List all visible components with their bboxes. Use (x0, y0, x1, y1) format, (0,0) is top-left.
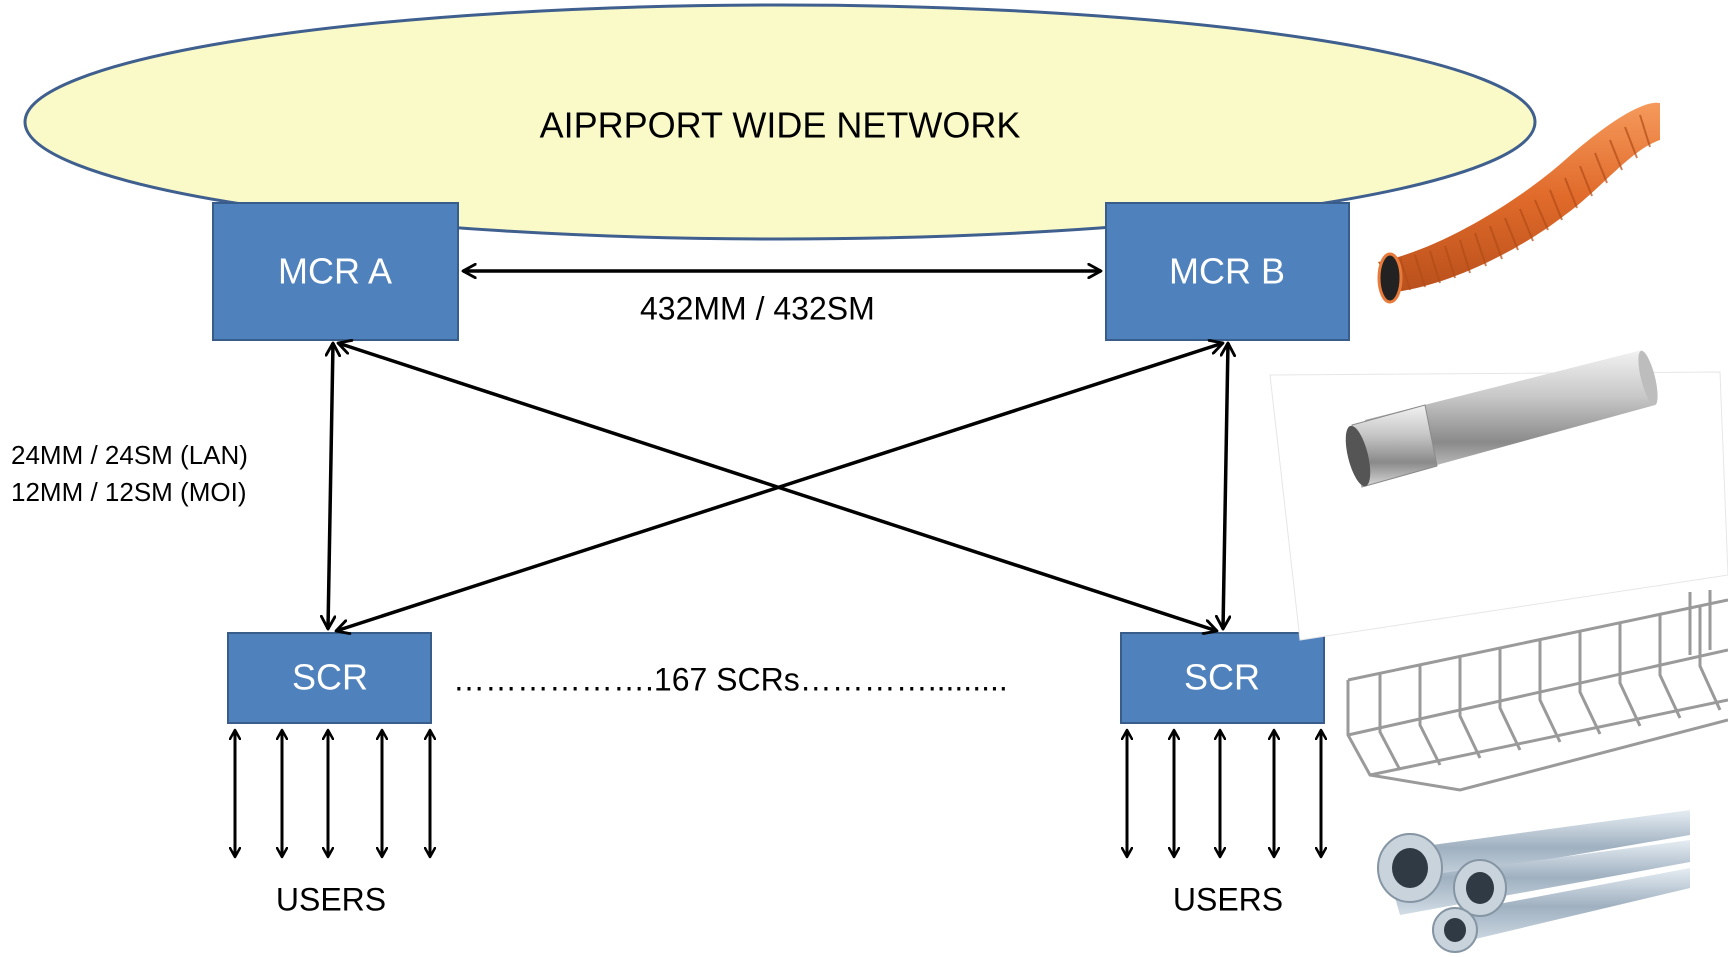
mcr-a-scr-left-arrow (328, 343, 333, 629)
scr-count-label: ……………….167 SCRs…………......... (453, 661, 1008, 697)
users-right-arrows (1127, 730, 1321, 857)
mcr-link-label: 432MM / 432SM (640, 290, 875, 326)
scr-left-box: SCR (227, 632, 432, 724)
mcr-a-box: MCR A (212, 202, 459, 341)
moi-fiber-label: 12MM / 12SM (MOI) (11, 477, 246, 507)
users-left-label: USERS (276, 881, 386, 917)
wire-mesh-cable-tray-icon (1346, 590, 1728, 792)
mcr-b-scr-left-arrow (336, 343, 1223, 631)
scr-left-label: SCR (292, 657, 368, 698)
lan-fiber-label: 24MM / 24SM (LAN) (11, 440, 248, 470)
mcr-b-scr-right-arrow (1223, 343, 1228, 629)
mcr-b-box: MCR B (1105, 202, 1350, 341)
users-right-label: USERS (1173, 881, 1283, 917)
orange-corrugated-conduit-icon (1377, 102, 1660, 304)
connections (328, 271, 1228, 631)
mcr-b-label: MCR B (1169, 251, 1285, 292)
galvanized-conduit-pipes-icon (1377, 810, 1690, 953)
network-ellipse (23, 3, 1537, 241)
users-left-arrows (235, 730, 430, 857)
steel-conduit-pipe-icon (1269, 350, 1728, 641)
airport-network-cloud: AIPRPORT WIDE NETWORK (23, 3, 1537, 241)
scr-right-label: SCR (1184, 657, 1260, 698)
mcr-a-label: MCR A (278, 251, 392, 292)
scr-right-box: SCR (1120, 632, 1325, 724)
network-label: AIPRPORT WIDE NETWORK (540, 105, 1021, 146)
